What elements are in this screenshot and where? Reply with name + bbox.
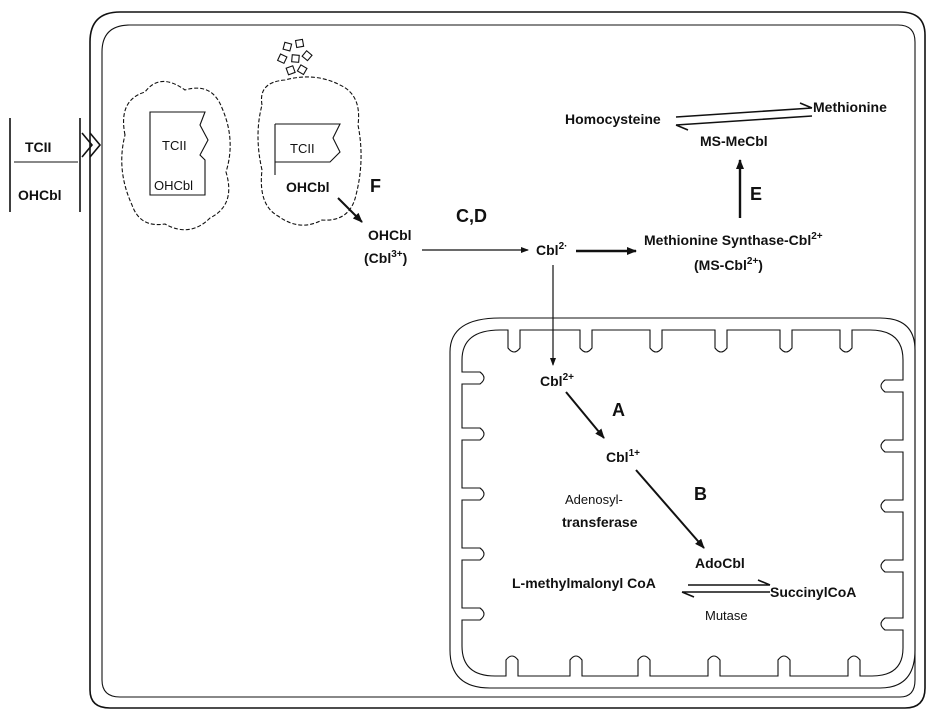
homocysteine-label: Homocysteine: [565, 111, 661, 127]
arrow-f: [338, 198, 362, 222]
external-tcii-label: TCII: [25, 139, 51, 155]
l-methylmalonyl-coa-label: L-methylmalonyl CoA: [512, 575, 656, 591]
arrow-homocysteine-to-methionine: [676, 103, 812, 117]
lysosome-vesicle-2: TCII OHCbl: [258, 39, 361, 225]
receptor-notch: [82, 133, 100, 157]
mito-cbl1plus-label: Cbl1+: [606, 448, 640, 465]
adenosyltransferase-label-line1: Adenosyl-: [565, 492, 623, 507]
step-e-label: E: [750, 184, 762, 204]
cytosol-cbl2-label: Cbl2·: [536, 241, 567, 258]
cytosol-ohcbl-label: OHCbl: [368, 227, 412, 243]
ms-cbl-short-label: (MS-Cbl2+): [694, 256, 763, 273]
ms-cbl-label: Methionine Synthase-Cbl2+: [644, 231, 823, 248]
arrow-b: [636, 470, 704, 548]
adenosyltransferase-label-line2: transferase: [562, 514, 638, 530]
arrow-mutase-forward: [688, 580, 770, 585]
vesicle1-tcii-label: TCII: [162, 138, 187, 153]
adocbl-label: AdoCbl: [695, 555, 745, 571]
mitochondrion-outer-membrane: [450, 318, 915, 688]
step-cd-label: C,D: [456, 206, 487, 226]
endosome-vesicle-1: TCII OHCbl: [122, 81, 230, 229]
vesicle1-ohcbl-label: OHCbl: [154, 178, 193, 193]
methionine-label: Methionine: [813, 99, 887, 115]
ms-mecbl-label: MS-MeCbl: [700, 133, 768, 149]
external-tcii-ohcbl-complex: TCII OHCbl: [10, 118, 80, 212]
mitochondrion-inner-membrane: [462, 330, 903, 676]
mutase-label: Mutase: [705, 608, 748, 623]
arrow-mutase-reverse: [682, 592, 770, 597]
step-b-label: B: [694, 484, 707, 504]
step-a-label: A: [612, 400, 625, 420]
vesicle2-ohcbl-label: OHCbl: [286, 179, 330, 195]
external-ohcbl-label: OHCbl: [18, 187, 62, 203]
arrow-a: [566, 392, 604, 438]
step-f-label: F: [370, 176, 381, 196]
degraded-tcii-fragments: [278, 39, 312, 74]
mito-cbl2plus-label: Cbl2+: [540, 372, 574, 389]
succinylcoa-label: SuccinylCoA: [770, 584, 856, 600]
cytosol-ohcbl-state: (Cbl3+): [364, 249, 407, 266]
arrow-methionine-to-homocysteine: [676, 116, 812, 130]
vesicle2-tcii-label: TCII: [290, 141, 315, 156]
